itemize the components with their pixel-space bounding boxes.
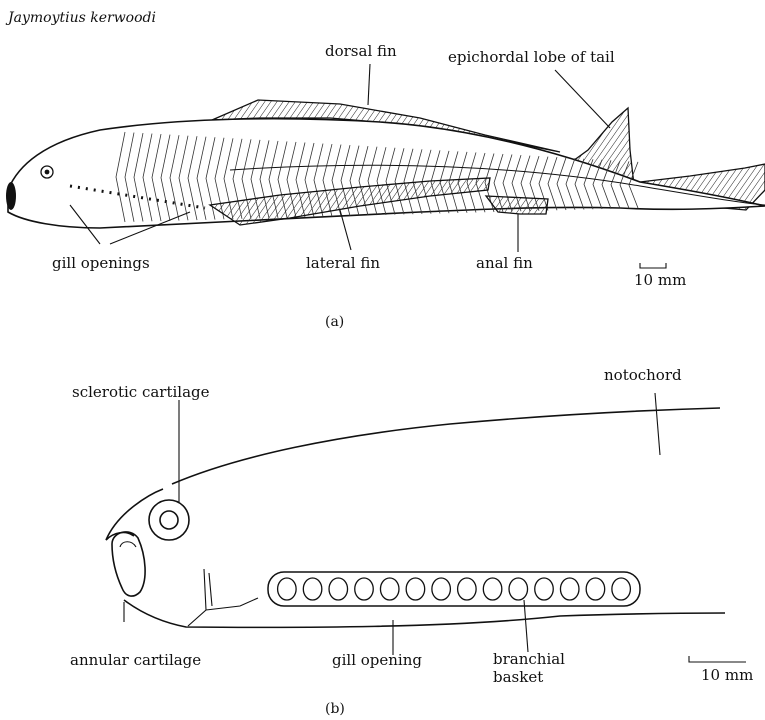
gill-opening-ring bbox=[329, 578, 348, 600]
pharynx-rod-2 bbox=[209, 573, 212, 606]
gill-opening-ring bbox=[355, 578, 374, 600]
gill-opening-ring bbox=[535, 578, 554, 600]
snout bbox=[6, 182, 16, 210]
label-anal-fin: anal fin bbox=[476, 254, 533, 272]
label-dorsal-fin: dorsal fin bbox=[325, 42, 397, 60]
dorsal-contour-b bbox=[172, 408, 720, 484]
annular-cartilage-inner bbox=[120, 542, 136, 547]
head-front-contour bbox=[106, 489, 163, 540]
scale-bar-a bbox=[640, 263, 666, 268]
label-notochord: notochord bbox=[604, 366, 682, 384]
figure-title: Jaymoytius kerwoodi bbox=[5, 10, 156, 26]
eye-pupil-a bbox=[45, 170, 50, 175]
branchial-basket-outline bbox=[268, 572, 640, 606]
scale-label-a: 10 mm bbox=[634, 271, 686, 289]
anal-fin-shape bbox=[486, 196, 548, 214]
pharynx-rod bbox=[188, 569, 258, 626]
panel-a-fish-drawing bbox=[6, 100, 765, 228]
gill-opening-ring bbox=[458, 578, 477, 600]
sclerotic-cartilage-inner bbox=[160, 511, 178, 529]
label-gill-opening: gill opening bbox=[332, 651, 422, 669]
ventral-contour-b bbox=[124, 600, 725, 627]
leader-branchial-basket bbox=[524, 600, 528, 652]
leader-epichordal-lobe bbox=[555, 70, 610, 128]
label-annular-cartilage: annular cartilage bbox=[70, 651, 201, 669]
scale-label-b: 10 mm bbox=[701, 666, 753, 684]
gill-opening-ring bbox=[278, 578, 297, 600]
branchial-basket-group bbox=[268, 572, 640, 606]
gill-opening-ring bbox=[483, 578, 502, 600]
label-lateral-fin: lateral fin bbox=[306, 254, 380, 272]
label-branchial-basket-line1: branchial bbox=[493, 650, 565, 668]
label-branchial-basket-line2: basket bbox=[493, 668, 543, 686]
gill-opening-ring bbox=[303, 578, 322, 600]
label-epichordal-lobe: epichordal lobe of tail bbox=[448, 48, 615, 66]
gill-opening-ring bbox=[509, 578, 528, 600]
leader-dorsal-fin bbox=[368, 64, 370, 105]
gill-opening-ring bbox=[560, 578, 579, 600]
caption-b: (b) bbox=[325, 701, 345, 717]
gill-opening-ring bbox=[380, 578, 399, 600]
label-sclerotic-cartilage: sclerotic cartilage bbox=[72, 383, 210, 401]
caption-a: (a) bbox=[325, 314, 344, 330]
sclerotic-cartilage-outer bbox=[149, 500, 189, 540]
gill-opening-ring bbox=[406, 578, 425, 600]
panel-b-head-drawing bbox=[106, 408, 725, 627]
gill-opening-ring bbox=[612, 578, 631, 600]
gill-opening-ring bbox=[586, 578, 605, 600]
scale-bar-b bbox=[689, 656, 746, 662]
gill-opening-ring bbox=[432, 578, 451, 600]
label-gill-openings: gill openings bbox=[52, 254, 150, 272]
body-outline bbox=[8, 119, 765, 228]
leader-notochord bbox=[655, 393, 660, 455]
